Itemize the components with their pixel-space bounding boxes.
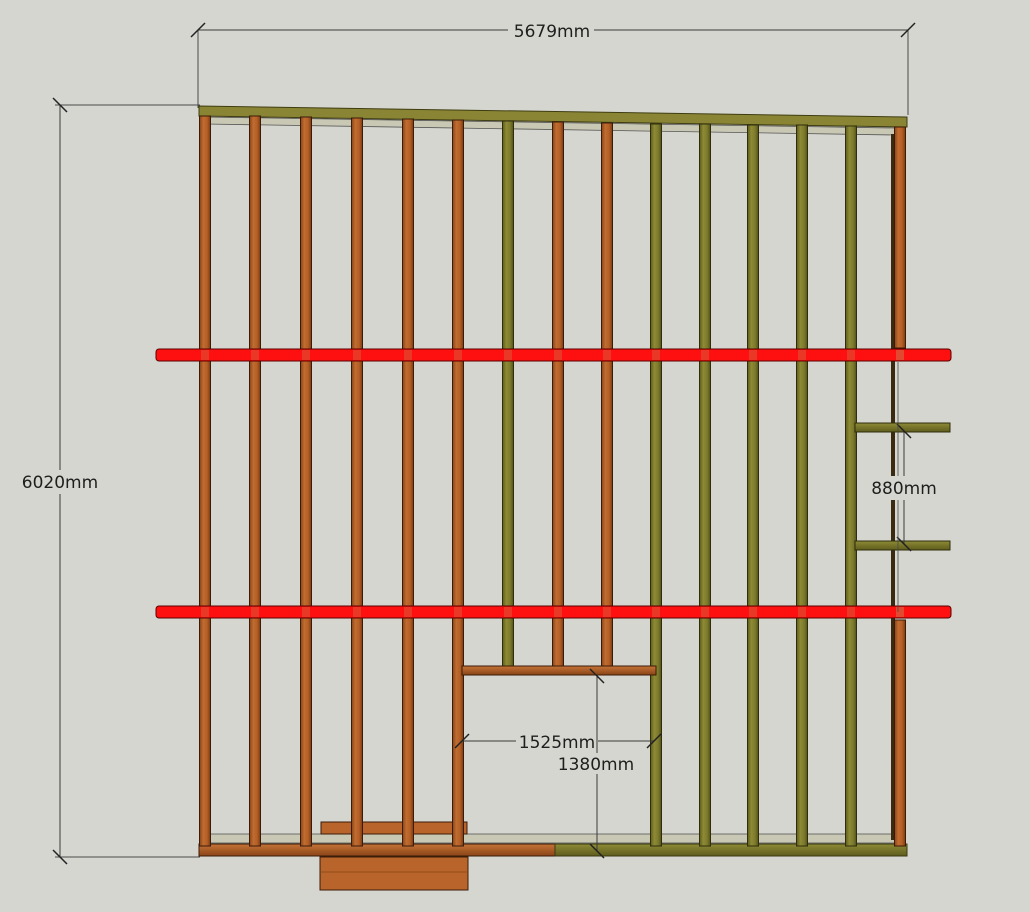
- dimension-label-width: 5679mm: [514, 22, 590, 42]
- dimension-opening-height: 1380mm: [554, 668, 638, 859]
- bar-crossing: [798, 607, 806, 617]
- studs: [199, 115, 906, 847]
- bar-crossing: [201, 350, 209, 360]
- bar-crossing: [554, 350, 562, 360]
- bar-crossing: [652, 350, 660, 360]
- dimension-spacing-right: 880mm: [868, 362, 940, 612]
- stud: [650, 123, 662, 847]
- dimension-label-height: 6020mm: [22, 473, 98, 493]
- tick-mark: [896, 536, 912, 552]
- stud: [402, 118, 414, 847]
- label-bg: [18, 470, 102, 494]
- bar-crossing: [404, 607, 412, 617]
- highlight-bars: [155, 348, 952, 619]
- highlight-bar: [155, 605, 952, 619]
- bar-crossing: [701, 350, 709, 360]
- bar-crossing: [749, 350, 757, 360]
- bar-crossing: [404, 350, 412, 360]
- dimension-label-opening-width: 1525mm: [519, 733, 595, 753]
- dimension-opening-width: 1525mm: [454, 731, 662, 753]
- bar-crossing: [454, 350, 462, 360]
- step-top: [320, 821, 468, 835]
- stud: [894, 619, 906, 847]
- bar-crossing: [652, 607, 660, 617]
- stud: [894, 126, 906, 349]
- tick-mark: [589, 668, 605, 684]
- dimension-label-spacing: 880mm: [871, 479, 937, 499]
- bar-crossing: [701, 607, 709, 617]
- tick-mark: [589, 843, 605, 859]
- stud: [351, 117, 363, 847]
- dimension-width: 5679mm: [190, 20, 916, 115]
- stud: [502, 120, 514, 673]
- stud: [796, 124, 808, 847]
- tick-mark: [900, 22, 916, 38]
- nog-upper: [854, 422, 951, 433]
- bar-crossing: [847, 607, 855, 617]
- stud: [699, 123, 711, 847]
- dimension-label-opening-height: 1380mm: [558, 755, 634, 775]
- stud: [552, 121, 564, 671]
- bar-crossing: [847, 350, 855, 360]
- bar-crossing: [251, 350, 259, 360]
- bottom-plate-olive: [554, 843, 908, 857]
- stud: [300, 116, 312, 847]
- wall-frame: [155, 105, 952, 891]
- step-block: [319, 856, 469, 891]
- bar-crossing: [896, 350, 904, 360]
- bar-crossing: [749, 607, 757, 617]
- bar-crossing: [353, 350, 361, 360]
- bar-crossing: [603, 350, 611, 360]
- bar-crossing: [454, 607, 462, 617]
- label-bg: [516, 731, 598, 752]
- tick-mark: [52, 849, 68, 865]
- bar-crossing: [251, 607, 259, 617]
- opening-header: [461, 665, 657, 676]
- bar-crossing: [504, 607, 512, 617]
- bar-crossing: [554, 607, 562, 617]
- stud: [845, 125, 857, 847]
- tick-mark: [454, 733, 470, 749]
- stud: [452, 119, 464, 847]
- bar-crossing: [302, 350, 310, 360]
- highlight-bar: [155, 348, 952, 362]
- stud: [747, 124, 759, 847]
- tick-mark: [190, 22, 206, 38]
- bar-crossing: [896, 607, 904, 617]
- nog-lower: [854, 540, 951, 551]
- bar-crossing: [302, 607, 310, 617]
- stud: [601, 122, 613, 671]
- dimension-height: 6020mm: [18, 97, 200, 865]
- stud: [199, 115, 211, 847]
- tick-mark: [646, 733, 662, 749]
- tick-mark: [52, 97, 68, 113]
- label-bg: [868, 476, 940, 500]
- label-bg: [554, 753, 638, 774]
- tick-mark: [896, 423, 912, 439]
- top-plate: [198, 105, 908, 128]
- bar-crossing: [504, 350, 512, 360]
- bar-crossing: [201, 607, 209, 617]
- bar-crossing: [798, 350, 806, 360]
- bar-crossing: [603, 607, 611, 617]
- label-bg: [508, 20, 594, 42]
- bar-crossing: [353, 607, 361, 617]
- stud: [249, 115, 261, 847]
